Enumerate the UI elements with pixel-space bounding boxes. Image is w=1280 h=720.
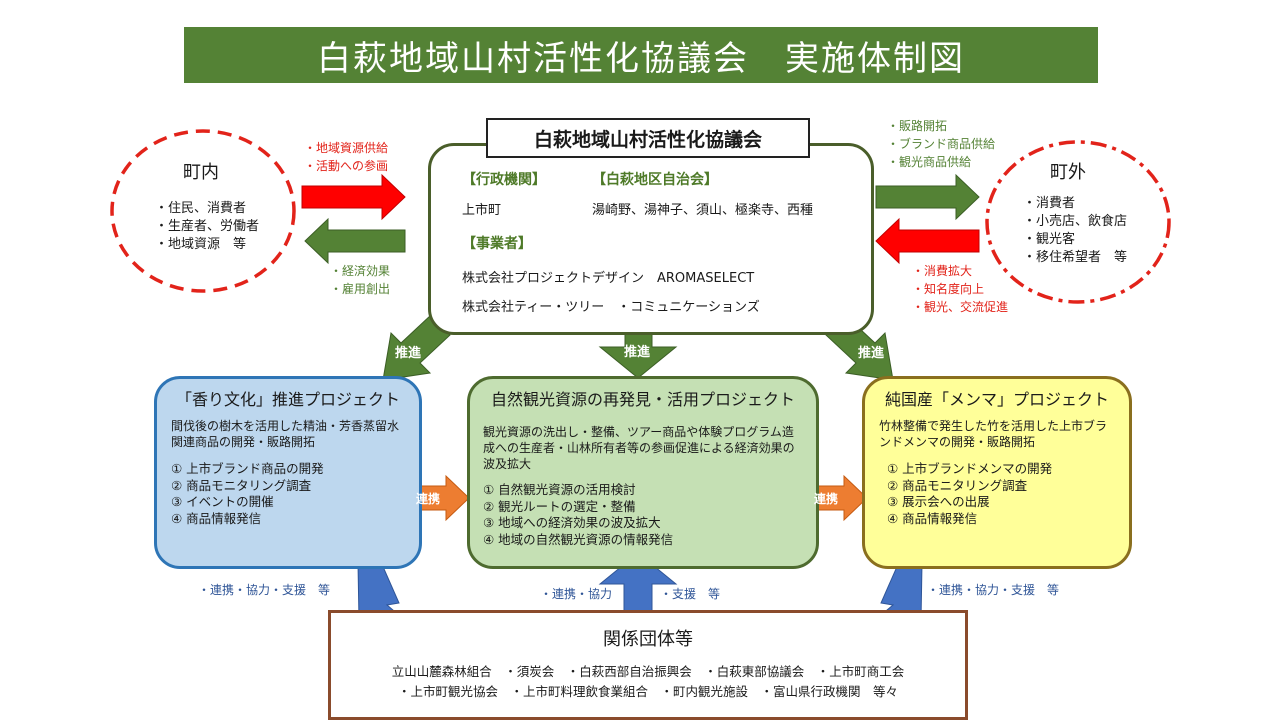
- council-box: [428, 143, 874, 335]
- project-right-desc: 竹林整備で発生した竹を活用した上市ブランドメンマの開発・販路開拓: [879, 419, 1108, 449]
- project-right-box: [862, 376, 1132, 569]
- project-left-item: ③ イベントの開催: [171, 494, 274, 509]
- project-right-item: ① 上市ブランドメンマの開発: [887, 461, 1053, 476]
- biz-line-2: 株式会社ティー・ツリー ・コミュニケーションズ: [462, 300, 760, 315]
- town-in-list: ・住民、消費者 ・生産者、労働者 ・地域資源 等: [155, 200, 259, 254]
- project-right-item: ④ 商品情報発信: [887, 510, 978, 526]
- link-label-left: 連携: [416, 492, 441, 506]
- page-title: 白萩地域山村活性化協議会 実施体制図: [184, 27, 1098, 83]
- support-label-left: ・連携・協力・支援 等: [198, 583, 331, 597]
- town-out-list: ・消費者 ・小売店、飲食店 ・観光客 ・移住希望者 等: [1023, 195, 1127, 267]
- town-out-title: 町外: [1050, 162, 1086, 183]
- project-center-item: ④ 地域の自然観光資源の情報発信: [483, 531, 674, 547]
- assoc-value: 湯崎野、湯神子、須山、極楽寺、西種: [592, 203, 814, 218]
- support-label-center-b: ・支援 等: [660, 587, 721, 601]
- project-left-desc: 間伐後の樹木を活用した精油・芳香蒸留水関連商品の開発・販路開拓: [171, 419, 400, 449]
- promote-label-left: 推進: [395, 346, 422, 361]
- arrow-council-to-out: [875, 173, 980, 221]
- flow-label: ・雇用創出: [330, 282, 391, 296]
- gov-heading: 【行政機関】: [462, 172, 546, 188]
- flow-label: ・販路開拓: [887, 119, 948, 133]
- flow-council-to-out: ・販路開拓 ・ブランド商品供給 ・観光商品供給: [887, 117, 995, 171]
- project-right-item: ② 商品モニタリング調査: [887, 477, 1028, 493]
- biz-heading: 【事業者】: [462, 236, 532, 252]
- flow-label: ・地域資源供給: [304, 141, 389, 155]
- project-left-list: ① 上市ブランド商品の開発 ② 商品モニタリング調査 ③ イベントの開催 ④ 商…: [171, 461, 324, 527]
- gov-value: 上市町: [462, 203, 502, 218]
- town-in-item: ・地域資源 等: [155, 237, 247, 252]
- support-label-right: ・連携・協力・支援 等: [927, 583, 1060, 597]
- project-left-box: [154, 376, 422, 569]
- flow-label: ・消費拡大: [912, 264, 973, 278]
- flow-label: ・ブランド商品供給: [887, 137, 996, 151]
- project-center-item: ② 観光ルートの選定・整備: [483, 498, 636, 514]
- town-out-item: ・小売店、飲食店: [1023, 214, 1128, 229]
- flow-label: ・観光、交流促進: [912, 300, 1009, 314]
- town-in-item: ・住民、消費者: [155, 201, 247, 216]
- town-in-title: 町内: [183, 162, 219, 183]
- flow-label: ・活動への参画: [304, 159, 389, 173]
- project-center-box: [467, 376, 819, 569]
- flow-label: ・観光商品供給: [887, 155, 972, 169]
- assoc-heading: 【白萩地区自治会】: [592, 172, 718, 188]
- flow-council-to-in: ・経済効果 ・雇用創出: [330, 262, 390, 298]
- flow-out-to-council: ・消費拡大 ・知名度向上 ・観光、交流促進: [912, 262, 1008, 316]
- promote-label-right: 推進: [858, 346, 885, 361]
- project-center-item: ① 自然観光資源の活用検討: [483, 482, 636, 497]
- project-left-item: ④ 商品情報発信: [171, 510, 262, 526]
- council-name: 白萩地域山村活性化協議会: [486, 118, 810, 158]
- support-label-center-a: ・連携・協力: [540, 587, 613, 601]
- town-in-circle: [110, 129, 296, 293]
- link-label-right: 連携: [814, 492, 839, 506]
- project-right-item: ③ 展示会への出展: [887, 494, 990, 509]
- related-orgs-box: [328, 610, 968, 720]
- project-left-item: ① 上市ブランド商品の開発: [171, 461, 324, 476]
- project-right-list: ① 上市ブランドメンマの開発 ② 商品モニタリング調査 ③ 展示会への出展 ④ …: [887, 461, 1052, 527]
- project-center-title: 自然観光資源の再発見・活用プロジェクト: [490, 390, 795, 409]
- project-center-item: ③ 地域への経済効果の波及拡大: [483, 515, 661, 530]
- town-in-item: ・生産者、労働者: [155, 219, 260, 234]
- promote-label-center: 推進: [624, 345, 651, 360]
- related-orgs-title: 関係団体等: [603, 629, 693, 650]
- project-left-item: ② 商品モニタリング調査: [171, 477, 312, 493]
- project-left-title: 「香り文化」推進プロジェクト: [175, 390, 400, 409]
- arrow-out-to-council: [875, 217, 980, 265]
- biz-line-1: 株式会社プロジェクトデザイン AROMASELECT: [462, 271, 755, 286]
- town-out-item: ・消費者: [1023, 196, 1076, 211]
- town-out-circle: [985, 140, 1171, 304]
- town-out-item: ・観光客: [1023, 232, 1076, 247]
- arrow-council-to-in: [304, 217, 406, 265]
- flow-label: ・知名度向上: [912, 282, 985, 296]
- related-orgs-line-1: 立山山麓森林組合 ・須炭会 ・白萩西部自治振興会 ・白萩東部協議会 ・上市町商工…: [391, 664, 905, 679]
- project-center-desc: 観光資源の洗出し・整備、ツアー商品や体験プログラム造成への生産者・山林所有者等の…: [483, 425, 795, 471]
- related-orgs-line-2: ・上市町観光協会 ・上市町料理飲食業組合 ・町内観光施設 ・富山県行政機関 等々: [397, 684, 898, 699]
- project-right-title: 純国産「メンマ」プロジェクト: [884, 390, 1109, 409]
- town-out-item: ・移住希望者 等: [1023, 250, 1128, 265]
- flow-in-to-council: ・地域資源供給 ・活動への参画: [304, 139, 388, 175]
- project-center-list: ① 自然観光資源の活用検討 ② 観光ルートの選定・整備 ③ 地域への経済効果の波…: [483, 482, 673, 548]
- arrow-in-to-council: [301, 173, 406, 221]
- flow-label: ・経済効果: [330, 264, 391, 278]
